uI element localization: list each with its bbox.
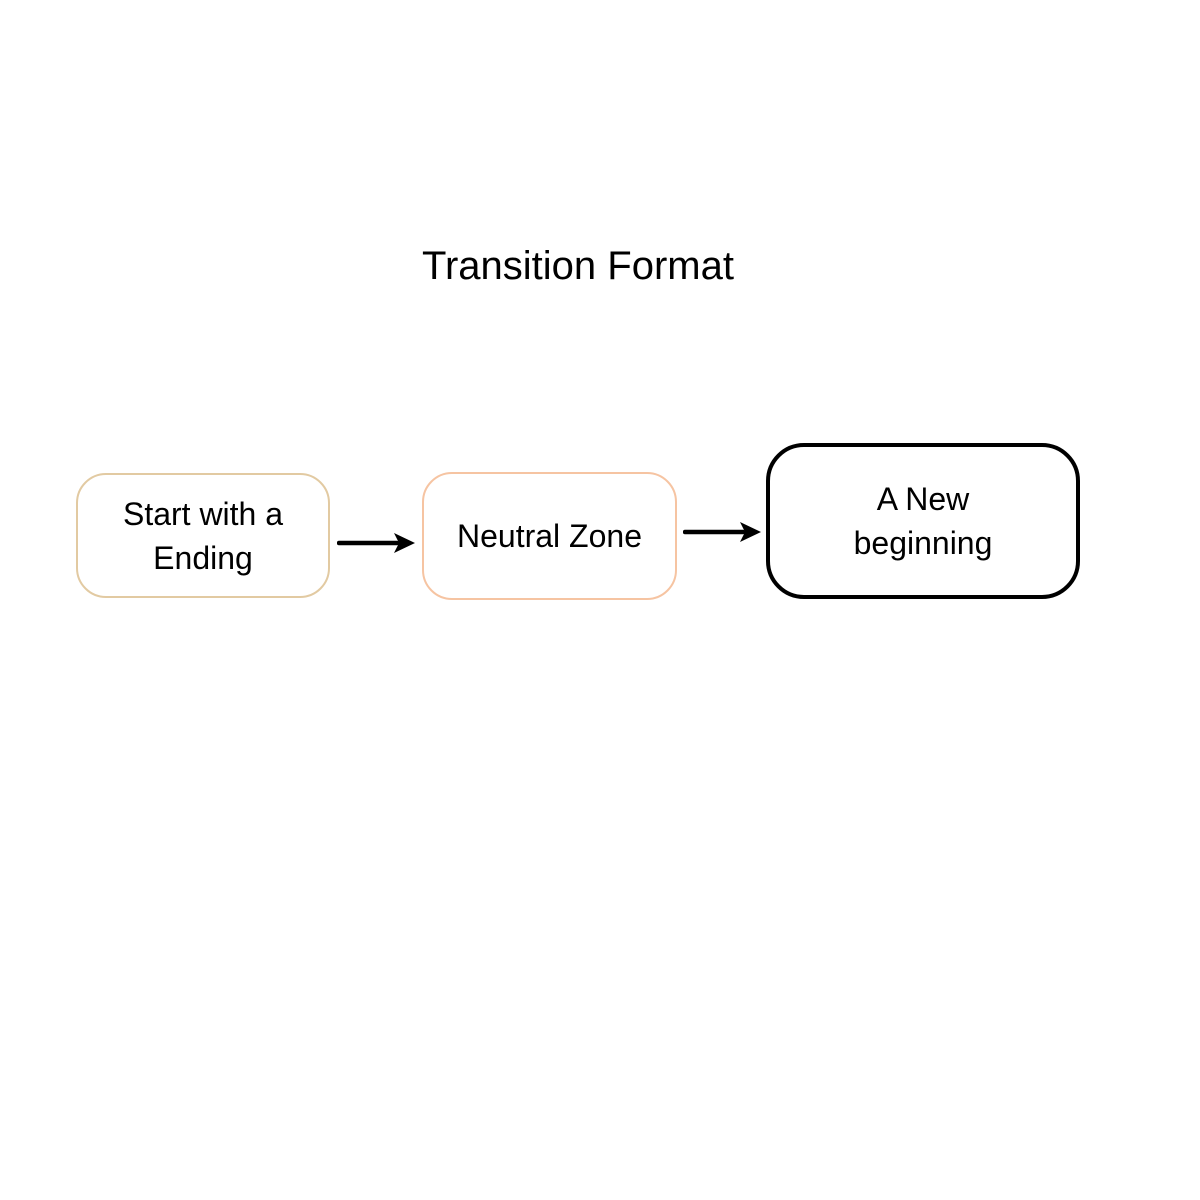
arrow-neutral-to-new-icon [683,522,761,542]
diagram-title: Transition Format [422,244,734,288]
node-neutral-zone: Neutral Zone [422,472,677,600]
arrow-start-to-neutral-icon [337,533,415,553]
node-neutral-label: Neutral Zone [457,518,642,554]
node-new-label: A New beginning [853,481,993,561]
node-start-label: Start with a Ending [122,495,284,576]
node-a-new-beginning: A New beginning [766,443,1080,599]
node-start-with-an-ending: Start with a Ending [76,473,330,598]
